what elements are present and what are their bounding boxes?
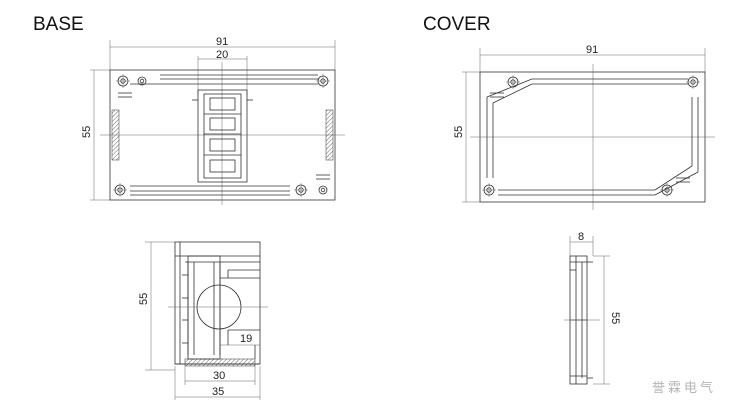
base-top-view: 91 20 55 bbox=[81, 36, 345, 205]
base-side-total-width-dim: 35 bbox=[212, 386, 224, 398]
screw-hole-icon bbox=[506, 75, 520, 89]
screw-hole-icon bbox=[113, 183, 127, 197]
cover-title: COVER bbox=[423, 14, 491, 35]
cover-width-dim: 91 bbox=[586, 44, 598, 56]
base-title: BASE bbox=[33, 14, 84, 35]
screw-hole-icon bbox=[686, 75, 700, 89]
cover-side-height-dim: 55 bbox=[609, 312, 621, 324]
screw-hole-icon bbox=[137, 76, 147, 86]
base-side-width-dim: 30 bbox=[213, 370, 225, 382]
brand-watermark: 誉霖电气 bbox=[652, 380, 716, 396]
cover-side-view: 8 55 bbox=[564, 231, 621, 385]
cover-height-dim: 55 bbox=[453, 126, 465, 138]
base-side-inner-depth-dim: 19 bbox=[240, 333, 252, 345]
screw-hole-icon bbox=[482, 183, 496, 197]
base-height-dim: 55 bbox=[81, 126, 93, 138]
screw-hole-icon bbox=[660, 183, 674, 197]
base-width-dim: 91 bbox=[216, 36, 228, 48]
screw-hole-icon bbox=[318, 185, 328, 195]
screw-hole-icon bbox=[316, 74, 330, 88]
base-side-height-dim: 55 bbox=[138, 293, 150, 305]
screw-hole-icon bbox=[294, 183, 308, 197]
cover-top-view: 91 55 bbox=[453, 44, 715, 210]
base-side-view: 55 19 30 bbox=[138, 241, 268, 400]
base-inner-width-dim: 20 bbox=[216, 49, 228, 61]
screw-hole-icon bbox=[116, 74, 130, 88]
cover-side-thickness-dim: 8 bbox=[578, 231, 584, 243]
